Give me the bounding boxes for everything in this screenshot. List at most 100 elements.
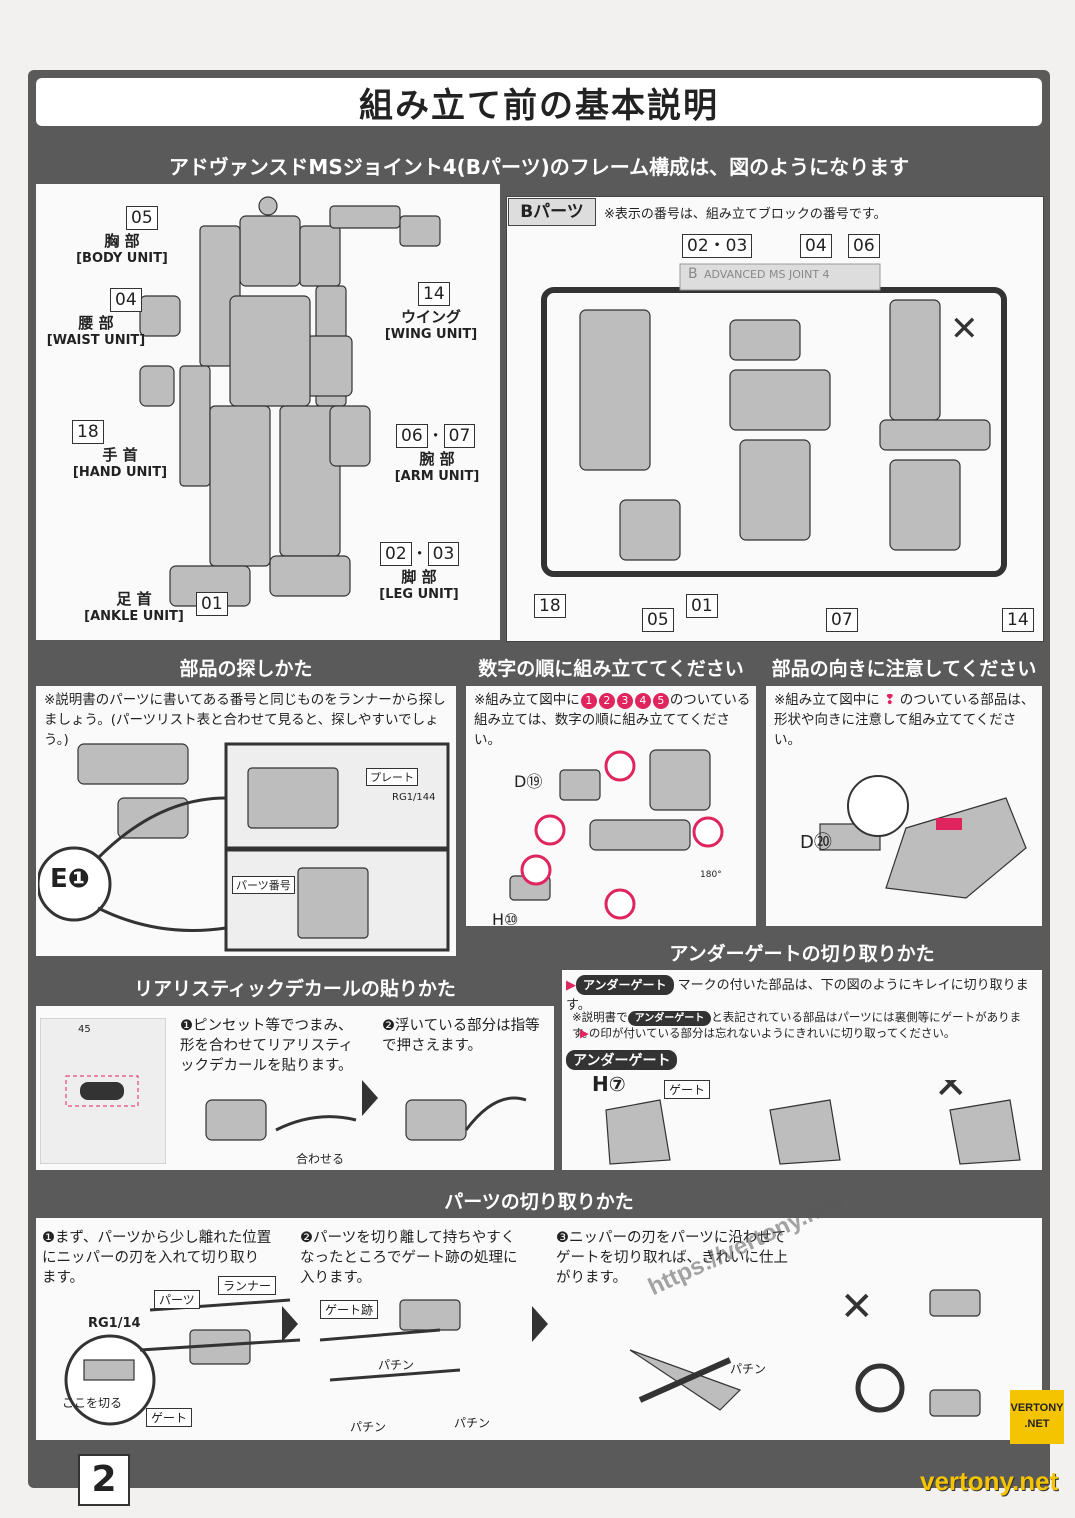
watermark-logo: VERTONY.NET [1010,1390,1064,1444]
undergate-part: H⑦ [592,1072,626,1096]
b-callout-01: 01 [686,594,718,618]
decal-step2: ❷浮いている部分は指等で押さえます。 [382,1018,540,1054]
label-snap-3: パチン [454,1416,491,1430]
svg-text:✕: ✕ [840,1284,874,1330]
undergate-line1: ▶アンダーゲート マークの付いた部品は、下の図のようにキレイに切り取ります。 [566,975,1042,1016]
cutting-arrow-1 [282,1306,298,1342]
caution-icon: ❢ [879,692,900,708]
leg-unit-jp: 脚 部 [401,568,437,586]
body-unit-jp: 胸 部 [104,232,140,250]
body-unit-label: 胸 部 [BODY UNIT] [62,232,182,268]
parts-number-label: パーツ番号 [232,876,295,894]
frame-section-header: アドヴァンスドMSジョイント4(Bパーツ)のフレーム構成は、図のようになります [36,152,1042,182]
leg-unit-label: 脚 部 [LEG UNIT] [364,568,474,604]
arm-unit-label: 腕 部 [ARM UNIT] [382,450,492,486]
decal-header: リアリスティックデカールの貼りかた [36,972,554,1006]
direction-section-header: 部品の向きに注意してください [766,652,1042,686]
label-parts: パーツ [154,1290,200,1309]
find-parts-badge: E❶ [50,864,90,894]
arm-unit-jp: 腕 部 [419,450,455,468]
label-snap-2: パチン [350,1420,387,1434]
unit-03-number: 03 [427,542,460,566]
order-part-h: H⑩ [492,910,519,929]
find-parts-header: 部品の探しかた [36,652,456,686]
decal-sheet-illustration [40,1018,166,1164]
decal-sheet-num: 45 [78,1024,91,1035]
undergate-gate-label: ゲート [664,1080,711,1099]
decal-step1: ❶ピンセット等でつまみ、形を合わせてリアリスティックデカールを貼ります。 [180,1018,354,1074]
decal-apply-illustration [205,1096,527,1141]
cutting-step2: ❷パーツを切り離して持ちやすくなったところでゲート跡の処理に入ります。 [300,1230,518,1286]
wing-unit-jp: ウイング [400,308,461,326]
undergate-illustration: ✕ [605,1080,1021,1165]
unit-04-number: 04 [110,288,142,312]
page-number: 2 [78,1454,130,1506]
waist-unit-jp: 腰 部 [78,314,114,332]
label-snap-4: パチン [730,1362,767,1376]
runner-letter: B [688,266,698,282]
arm-unit-numbers: 06・07 [396,422,476,448]
hand-unit-label: 手 首 [HAND UNIT] [60,446,180,482]
label-gate-mark: ゲート跡 [320,1300,379,1319]
svg-text:✕: ✕ [950,309,979,349]
b-parts-note: ※表示の番号は、組み立てブロックの番号です。 [604,207,887,222]
order-illustration [509,749,724,920]
unit-14-number: 14 [418,282,450,306]
cutting-header: パーツの切り取りかた [36,1186,1042,1218]
ankle-unit-jp: 足 首 [116,590,152,608]
arm-unit-en: [ARM UNIT] [394,469,480,484]
unit-05-number: 05 [126,206,158,230]
decal-align-label: 合わせる [296,1152,345,1166]
waist-unit-en: [WAIST UNIT] [46,333,146,348]
cutting-step3: ❸ニッパーの刃をパーツに沿わせてゲートを切り取れば、きれいに仕上がります。 [556,1230,788,1286]
b-callout-06: 06 [848,234,880,258]
b-callout-04: 04 [800,234,832,258]
order-rotate-label: 180° [700,870,722,880]
wing-unit-label: ウイング [WING UNIT] [376,308,486,344]
decal-arrow [362,1080,378,1116]
b-callout-05: 05 [642,608,674,632]
label-runner-code: RG1/14 [88,1316,141,1331]
find-parts-text: ※説明書のパーツに書いてある番号と同じものをランナーから探しましょう。(パーツリ… [44,692,446,748]
leg-unit-en: [LEG UNIT] [379,587,459,602]
direction-illustration [819,775,1027,899]
leg-unit-numbers: 02・03 [380,540,460,566]
unit-18-number: 18 [72,420,104,444]
undergate-header: アンダーゲートの切り取りかた [562,938,1042,970]
hand-unit-en: [HAND UNIT] [72,465,168,480]
ankle-unit-label: 足 首 [ANKLE UNIT] [74,590,194,626]
undergate-note2: ▶の印が付いている部分は忘れないようにきれいに切り取ってください。 [580,1026,956,1040]
unit-07-number: 07 [443,424,476,448]
label-gate: ゲート [146,1408,193,1427]
label-runner: ランナー [218,1276,277,1295]
frame-skeleton-illustration [139,196,441,607]
cutting-step1: ❶まず、パーツから少し離れた位置にニッパーの刃を入れて切り取ります。 [42,1230,272,1286]
hand-unit-jp: 手 首 [102,446,138,464]
svg-text:✕: ✕ [934,1080,968,1108]
runner-illustration: ✕ [541,263,1007,577]
b-parts-title: Bパーツ [508,198,596,226]
runner-code-label: RG1/144 [392,792,436,803]
b-callout-14: 14 [1002,608,1034,632]
body-unit-en: [BODY UNIT] [76,251,168,266]
plate-label: プレート [366,768,418,786]
label-cut-here: ここを切る [62,1396,123,1410]
ankle-unit-en: [ANKLE UNIT] [84,609,184,624]
watermark-site: vertony.net [920,1466,1059,1496]
cutting-arrow-2 [532,1306,548,1342]
cutting-illustration: ✕ [64,1284,981,1426]
unit-06-number: 06 [396,424,428,448]
direction-section-text: ※組み立て図中に ❢ のついている部品は、形状や向きに注意して組み立ててください… [774,692,1035,748]
b-callout-07: 07 [826,608,858,632]
page-title: 組み立て前の基本説明 [36,78,1042,126]
unit-02-number: 02 [380,542,412,566]
runner-text: ADVANCED MS JOINT 4 [704,268,830,281]
label-snap-1: パチン [378,1358,415,1372]
waist-unit-label: 腰 部 [WAIST UNIT] [36,314,156,350]
undergate-note1: ※説明書でアンダーゲートと表記されている部品はパーツには裏側等にゲートがあります… [572,1010,1022,1040]
b-callout-18: 18 [534,594,566,618]
direction-part: D⑳ [800,832,832,853]
unit-01-number: 01 [196,592,228,616]
find-parts-illustration [38,742,450,952]
